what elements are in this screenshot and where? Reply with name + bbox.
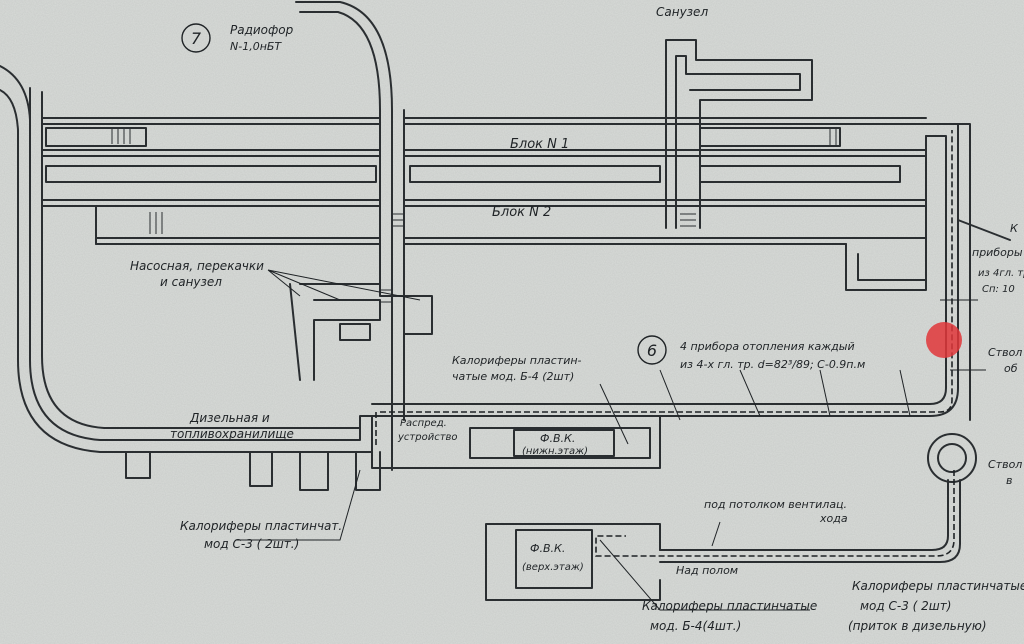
room-fvk-lower xyxy=(469,427,651,459)
label-calb4-2: чатые мод. Б-4 (2шт) xyxy=(452,370,574,383)
label-nadpolom: Над полом xyxy=(676,564,738,577)
room-fvk-lower-inner xyxy=(513,429,615,457)
label-right-8: К xyxy=(1010,222,1019,235)
label-right-5: об xyxy=(1004,362,1018,375)
heating-pipes xyxy=(375,130,955,557)
stair-3 xyxy=(392,213,404,227)
room-block1-mid xyxy=(409,165,661,183)
label-pump-2: и санузел xyxy=(160,275,222,289)
label-distrib-2: устройство xyxy=(397,432,458,443)
label-calc3b-2: мод С-3 ( 2шт) xyxy=(860,599,951,613)
stair-4 xyxy=(380,289,392,303)
label-right-6: Ствол xyxy=(988,458,1022,471)
wall-top-left-arc xyxy=(0,65,31,121)
leader-lines xyxy=(236,269,986,611)
label-right-3: Cп: 10 xyxy=(982,284,1015,295)
label-heat-2: из 4-х гл. тр. d=82³/89; C-0.9п.м xyxy=(680,358,865,371)
leader-pump xyxy=(267,269,421,301)
leader-calc3 xyxy=(236,469,361,541)
wall-vent-corridor xyxy=(659,479,961,563)
stair-2 xyxy=(149,212,163,234)
label-right-7: в xyxy=(1006,474,1012,487)
label-calc3-1: Калориферы пластинчат. xyxy=(180,519,342,533)
label-calb4b-2: мод. Б-4(4шт.) xyxy=(650,619,741,633)
walls xyxy=(0,1,1011,601)
shaft-circle-lower xyxy=(927,433,977,483)
room-fvk-upper-inner xyxy=(515,529,593,589)
wall-right-edge xyxy=(957,123,1011,421)
leader-calb4b xyxy=(599,539,810,611)
wall-lower-bays xyxy=(125,451,381,491)
wall-radiofor-corridor-inner xyxy=(299,11,381,287)
label-right-4: Ствол xyxy=(988,346,1022,359)
stair-1 xyxy=(111,128,131,144)
label-vent-2: хода xyxy=(819,512,848,525)
stairs xyxy=(111,128,837,303)
label-fvk-low-2: (нижн.этаж) xyxy=(522,446,588,457)
labels: 7 Радиофор N-1,0нБТ Санузел Блок N 1 Бло… xyxy=(130,5,1024,633)
label-diesel-2: топливохранилище xyxy=(170,427,294,441)
label-calc3b-3: (приток в дизельную) xyxy=(848,619,987,633)
label-block1: Блок N 1 xyxy=(510,137,569,152)
wall-fvk-upper xyxy=(485,523,661,601)
leader-right xyxy=(940,299,986,371)
label-calc3b-1: Калориферы пластинчатые xyxy=(852,579,1024,593)
label-radiofor-2: N-1,0нБТ xyxy=(230,40,282,53)
leader-heat xyxy=(659,369,911,421)
wall-room-block2-left xyxy=(41,205,97,245)
callout-6-number: 6 xyxy=(647,341,657,360)
label-vent-1: под потолком вентилац. xyxy=(704,498,847,511)
wall-sanuzel-shaft xyxy=(665,39,813,229)
label-diesel-1: Дизельная и xyxy=(189,411,270,425)
room-block1-top-left xyxy=(45,127,147,147)
room-block1-left xyxy=(45,165,377,183)
leader-vent xyxy=(711,521,721,547)
callout-6-circle xyxy=(637,335,667,365)
label-fvk-low-1: Ф.В.К. xyxy=(540,432,575,445)
label-sanuzel: Санузел xyxy=(656,5,708,19)
wall-block1-top xyxy=(41,117,927,125)
label-fvk-up-2: (верх.этаж) xyxy=(522,562,584,573)
shaft-circle-lower-inner xyxy=(937,443,967,473)
label-calb4b-1: Калориферы пластинчатые xyxy=(642,599,817,613)
wall-lower-hall xyxy=(371,415,661,469)
label-calb4-1: Калориферы пластин- xyxy=(452,354,582,367)
label-right-2: из 4гл. тр. xyxy=(978,268,1024,279)
red-marker xyxy=(926,322,962,358)
label-pump-1: Насосная, перекачки xyxy=(130,259,264,273)
wall-inner-perimeter xyxy=(41,91,947,429)
label-fvk-up-1: Ф.В.К. xyxy=(530,542,565,555)
stair-6 xyxy=(829,128,837,146)
label-radiofor: Радиофор xyxy=(230,23,294,37)
wall-top-left-arc-inner xyxy=(0,89,373,453)
wall-radiofor-corridor xyxy=(295,1,393,471)
stair-5 xyxy=(680,213,696,227)
label-block2: Блок N 2 xyxy=(492,205,551,220)
wall-block2-bottom xyxy=(95,237,927,245)
wall-pump-room xyxy=(289,283,433,381)
pipe-main xyxy=(380,130,953,413)
wall-room-right-block xyxy=(845,135,927,291)
leader-calb4 xyxy=(599,383,629,445)
label-right-1: приборы xyxy=(972,246,1023,259)
wall-outer-perimeter xyxy=(29,87,959,441)
label-heat-1: 4 прибора отопления каждый xyxy=(680,340,855,353)
callout-7-number: 7 xyxy=(191,29,202,48)
pipe-vent xyxy=(595,470,955,557)
label-calc3-2: мод С-3 ( 2шт.) xyxy=(204,537,299,551)
label-distrib-1: Распред. xyxy=(400,418,447,429)
callout-7-circle xyxy=(181,23,211,53)
